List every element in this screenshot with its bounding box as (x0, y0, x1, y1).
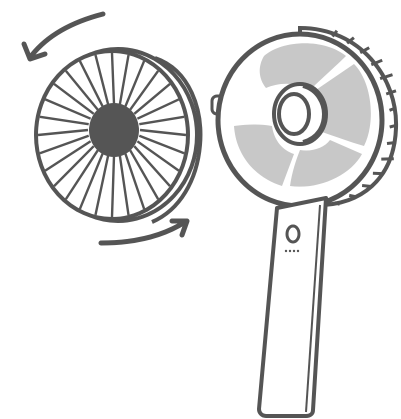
bottom-rotation-arrow (101, 221, 187, 243)
fan-handle (259, 198, 326, 416)
housing-rib (387, 143, 396, 144)
housing-rib (349, 195, 356, 197)
housing-rib (362, 186, 371, 187)
detached-guard (36, 49, 200, 222)
guard-center-disc (89, 103, 139, 157)
fan-head (212, 28, 396, 206)
power-button (287, 226, 299, 242)
housing-rib (335, 203, 340, 205)
housing-rib (390, 125, 396, 127)
hub-inner (279, 94, 309, 134)
